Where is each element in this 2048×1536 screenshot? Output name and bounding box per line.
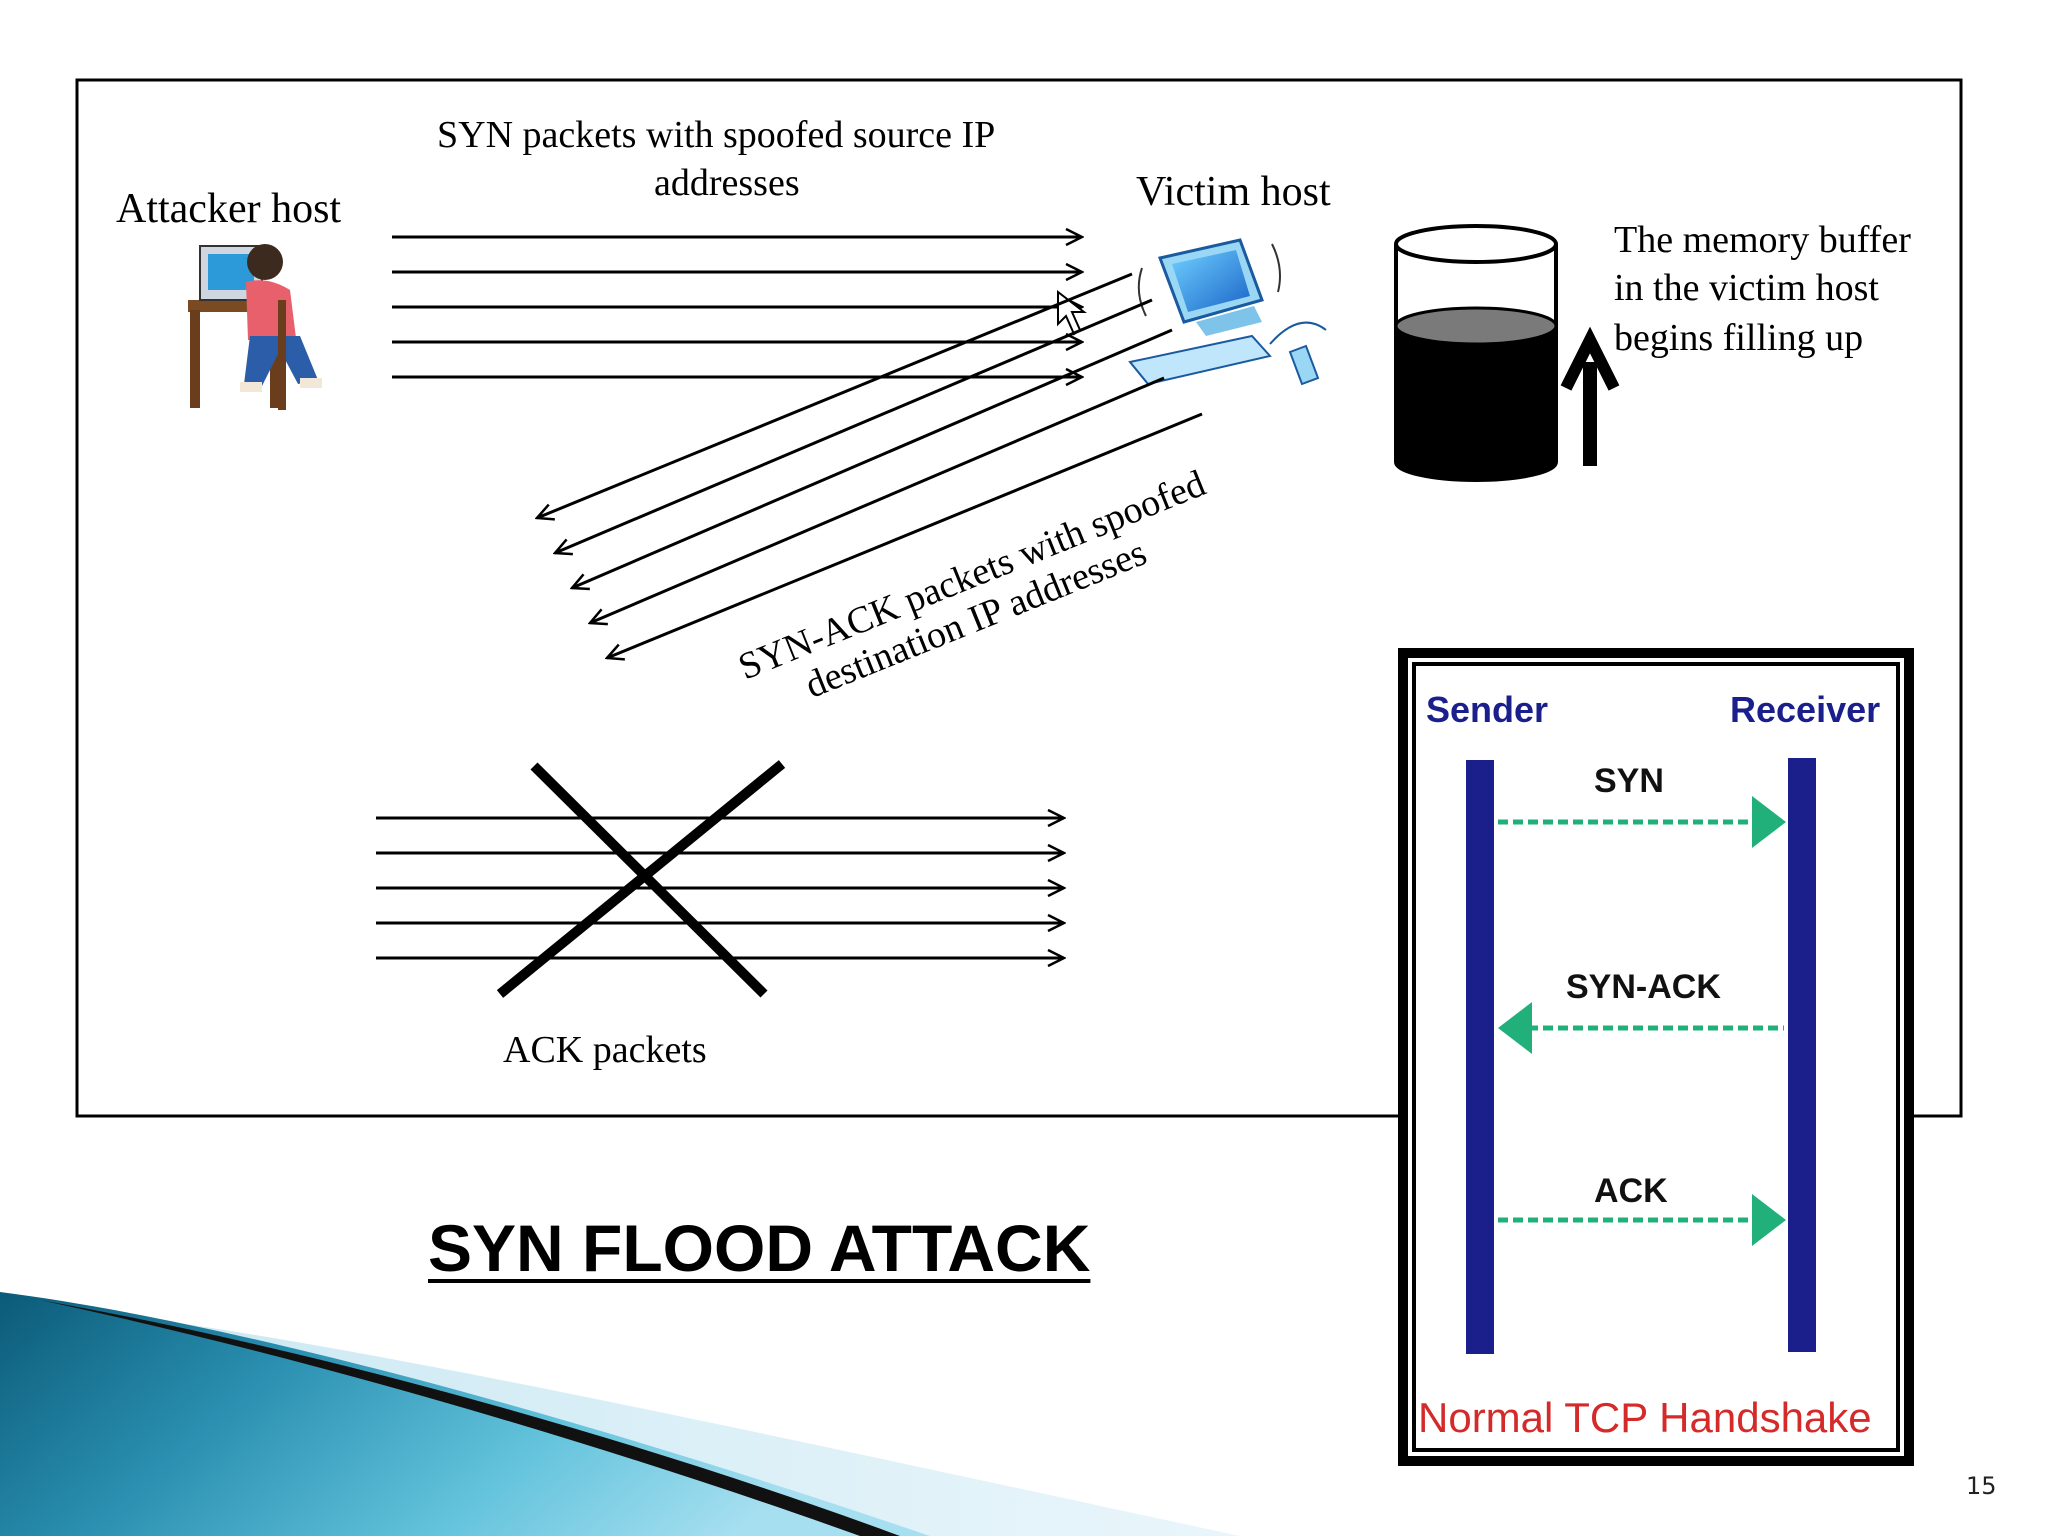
ack-packets-label: ACK packets bbox=[503, 1029, 707, 1071]
handshake-caption: Normal TCP Handshake bbox=[1418, 1394, 1872, 1441]
syn-packets-label-line1: SYN packets with spoofed source IP bbox=[437, 114, 995, 156]
sender-label: Sender bbox=[1426, 689, 1548, 730]
syn-ack-arrow bbox=[572, 328, 1173, 588]
blocked-x-mark bbox=[496, 760, 786, 998]
syn-step-label: SYN bbox=[1594, 762, 1664, 800]
syn-ack-arrow bbox=[590, 376, 1165, 623]
synack-step-arrowhead bbox=[1498, 1002, 1532, 1054]
victim-host-label: Victim host bbox=[1136, 169, 1331, 215]
attacker-host-label: Attacker host bbox=[116, 186, 341, 232]
slide-title: SYN FLOOD ATTACK bbox=[428, 1211, 1091, 1285]
victim-computer-icon bbox=[1057, 238, 1327, 386]
ack-step-arrowhead bbox=[1752, 1194, 1786, 1246]
attacker-icon bbox=[188, 244, 322, 410]
buffer-label-line3: begins filling up bbox=[1614, 317, 1863, 359]
receiver-label: Receiver bbox=[1730, 689, 1880, 730]
sender-lifeline bbox=[1466, 760, 1494, 1354]
buffer-filling-arrow bbox=[1560, 326, 1620, 466]
memory-buffer-icon bbox=[1394, 224, 1558, 482]
buffer-label-line2: in the victim host bbox=[1614, 267, 1879, 309]
receiver-lifeline bbox=[1788, 758, 1816, 1352]
syn-ack-arrow bbox=[537, 272, 1133, 518]
synack-step-label: SYN-ACK bbox=[1566, 968, 1721, 1006]
tcp-handshake-panel: Sender Receiver SYN SYN-ACK ACK Normal T… bbox=[1398, 648, 1914, 1466]
buffer-label-line1: The memory buffer bbox=[1614, 219, 1911, 261]
syn-ack-arrow bbox=[555, 298, 1153, 553]
syn-ack-arrows bbox=[537, 272, 1203, 658]
syn-step-arrowhead bbox=[1752, 796, 1786, 848]
page-number: 15 bbox=[1966, 1472, 1997, 1500]
syn-ack-arrow bbox=[607, 412, 1203, 658]
ack-step-label: ACK bbox=[1594, 1172, 1668, 1210]
syn-packets-label-line2: addresses bbox=[654, 162, 800, 204]
decorative-ribbon bbox=[0, 1292, 1240, 1536]
